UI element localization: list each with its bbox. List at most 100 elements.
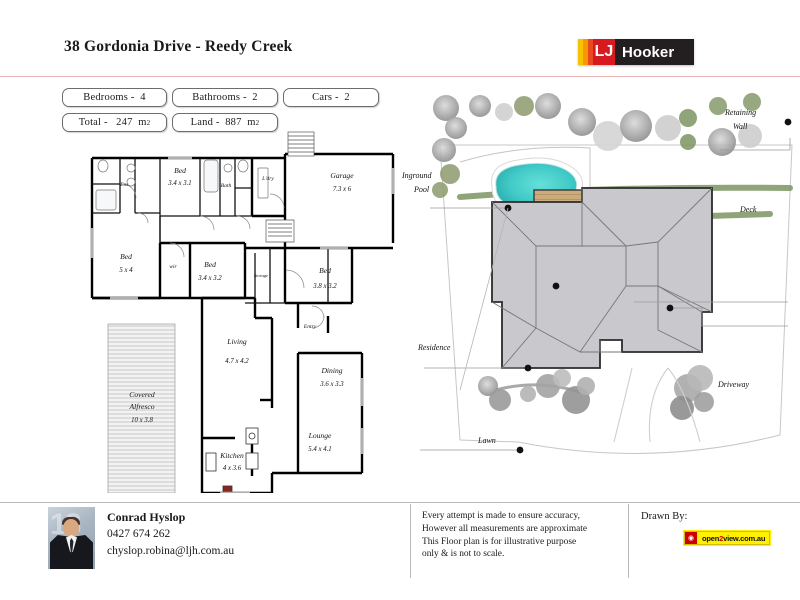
o2v-post: view.com.au (723, 533, 766, 543)
footer-divider-top (0, 502, 800, 503)
logo-name-block: Hooker (615, 39, 694, 65)
label-driveway: Driveway (717, 380, 750, 389)
disclaimer-line-3: This Floor plan is for illustrative purp… (422, 536, 577, 547)
logo-lj-block: LJ (593, 39, 615, 65)
driveway-marker-dot (666, 304, 674, 312)
leader-lines (420, 138, 791, 451)
room-dim-bed-3: 3.4 x 3.2 (197, 275, 222, 282)
logo-hooker-text: Hooker (622, 43, 675, 61)
kitchen-fixtures (205, 427, 259, 493)
label-deck: Deck (739, 205, 757, 214)
agent-phone[interactable]: 0427 674 262 (107, 528, 171, 540)
door-swings (121, 183, 325, 329)
camera-icon: ◉ (685, 532, 698, 544)
windows (90, 156, 395, 493)
bathrooms-label: Bathrooms - (192, 92, 247, 103)
disclaimer-line-4: only & is not to scale. (422, 549, 505, 560)
stair-upper (287, 131, 315, 157)
label-residence: Residence (417, 343, 451, 352)
room-dim-garage: 7.3 x 6 (333, 186, 352, 193)
cars-value: 2 (344, 92, 350, 103)
room-labels: Ens. Bed 3.4 x 3.1 Bath L'dry Garage 7.3… (119, 166, 354, 472)
land-value: 887 (225, 117, 242, 128)
lawn-marker-dot (516, 446, 524, 454)
land-label: Land - (190, 117, 220, 128)
avatar-head (63, 519, 79, 537)
footer-divider-right (628, 504, 629, 578)
room-label-ens: Ens. (119, 182, 130, 188)
room-label-bed-2: Bed (120, 252, 132, 261)
room-dim-lounge: 5.4 x 4.1 (308, 446, 331, 453)
o2v-mid: 2 (719, 533, 724, 543)
agent-contact-block: Conrad Hyslop 0427 674 262 chyslop.robin… (107, 509, 234, 560)
room-label-bath: Bath (221, 183, 232, 189)
room-label-laundry: L'dry (261, 176, 274, 182)
room-dim-bed-1: 3.4 x 3.1 (167, 180, 191, 187)
room-label-storage: Storage (254, 273, 268, 278)
lj-hooker-logo: LJ Hooker (578, 39, 694, 65)
label-inground-pool-line1: Inground (401, 171, 432, 180)
info-pill-cars: Cars - 2 (283, 88, 379, 107)
site-plan-drawing: Retaining Wall Inground Pool Deck Reside… (400, 90, 800, 495)
floor-plan-drawing: Ens. Bed 3.4 x 3.1 Bath L'dry Garage 7.3… (80, 128, 410, 493)
page-title: 38 Gordonia Drive - Reedy Creek (64, 38, 293, 55)
room-label-alfresco-line2: Alfresco (128, 402, 154, 411)
room-label-living: Living (226, 337, 247, 346)
bathrooms-value: 2 (252, 92, 258, 103)
avatar-tie (69, 538, 74, 554)
room-label-garage: Garage (330, 171, 354, 180)
room-dim-bed-4: 3.8 x 3.2 (312, 283, 337, 290)
bathroom-fixtures (95, 159, 269, 211)
residence-marker-dot (524, 364, 532, 372)
room-label-bed-4: Bed (319, 266, 331, 275)
pool-fence (459, 146, 591, 194)
bedrooms-label: Bedrooms - (83, 92, 135, 103)
pool-leader-extra (459, 207, 509, 391)
land-unit-sup: 2 (255, 118, 260, 127)
agent-photo: 18 (48, 507, 95, 569)
info-pill-bedrooms: Bedrooms - 4 (62, 88, 167, 107)
room-dim-alfresco: 10 x 3.8 (131, 417, 153, 424)
label-retaining-wall-line2: Wall (733, 122, 748, 131)
bedrooms-value: 4 (140, 92, 146, 103)
drawn-by-label: Drawn By: (641, 511, 688, 522)
lot-boundary (439, 144, 793, 454)
alfresco-slab (107, 323, 176, 493)
cars-label: Cars - (312, 92, 339, 103)
header: 38 Gordonia Drive - Reedy Creek LJ Hooke… (0, 0, 800, 80)
room-label-dining: Dining (320, 366, 342, 375)
o2v-pre: open (702, 533, 720, 543)
label-retaining-wall-line1: Retaining (724, 108, 756, 117)
disclaimer-line-1: Every attempt is made to ensure accuracy… (422, 511, 580, 521)
room-label-bed-3: Bed (204, 260, 216, 269)
logo-lj-text: LJ (594, 43, 614, 60)
site-labels: Retaining Wall Inground Pool Deck Reside… (401, 108, 757, 445)
label-inground-pool-line2: Pool (413, 185, 430, 194)
leader-dots (504, 118, 792, 454)
deck-marker-dot (552, 282, 560, 290)
disclaimer-line-2: However all measurements are approximate (422, 523, 588, 534)
logo-stripe-orange (583, 39, 588, 65)
header-divider (0, 76, 800, 77)
room-dim-kitchen: 4 x 3.6 (223, 465, 242, 472)
total-unit: m (138, 117, 147, 128)
room-dim-living: 4.7 x 4.2 (225, 358, 249, 365)
logo-stripe-redorange (588, 39, 593, 65)
disclaimer-text: Every attempt is made to ensure accuracy… (422, 510, 622, 561)
stair-lower (265, 219, 295, 243)
driveway-path (613, 367, 701, 443)
agent-email[interactable]: chyslop.robina@ljh.com.au (107, 545, 235, 557)
garden-shrubs (478, 365, 714, 420)
retaining-wall-marker-dot (784, 118, 792, 126)
room-dim-bed-2: 5 x 4 (119, 267, 133, 274)
label-lawn: Lawn (477, 436, 496, 445)
agent-name: Conrad Hyslop (107, 510, 186, 524)
room-label-kitchen: Kitchen (219, 451, 244, 460)
room-label-alfresco-line1: Covered (129, 390, 155, 399)
total-unit-sup: 2 (146, 118, 151, 127)
room-label-entry: Entry (303, 324, 317, 330)
